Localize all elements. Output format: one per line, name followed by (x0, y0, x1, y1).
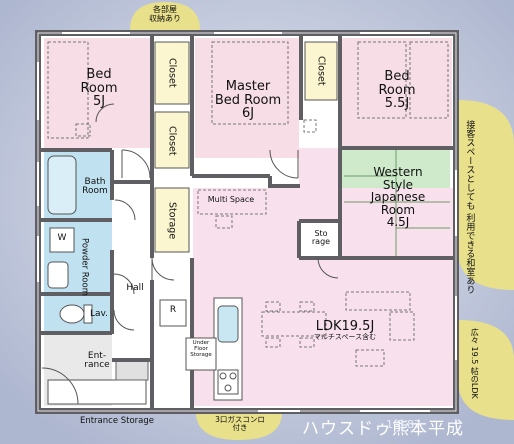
entrance-label: Ent- rance (84, 351, 110, 371)
under-floor-storage-label: Under Floor Storage (190, 340, 212, 358)
dining-set (197, 189, 415, 367)
wash-basin (47, 261, 69, 289)
closet-2-label: Closet (166, 126, 178, 156)
washing-machine (49, 227, 75, 253)
washing-machine-label: W (57, 233, 67, 243)
hall-floor (112, 150, 154, 382)
multi-space-floor (195, 188, 267, 216)
bathroom-label: Bath Room (82, 177, 108, 197)
refrigerator-label: R (169, 305, 177, 315)
master-bedroom-label: Master Bed Room 6J (206, 80, 290, 121)
entrance-step (115, 359, 149, 381)
beds (47, 41, 449, 139)
property-id: 1 8 87 (386, 418, 421, 431)
bedroom-left-size: 5J (92, 94, 106, 110)
hall-label: Hall (126, 283, 144, 293)
bathtub (47, 155, 77, 215)
callout-stove-text: 3口ガスコンロ 付き (215, 415, 265, 433)
stove-burner-3 (224, 384, 232, 392)
gas-stove (217, 369, 239, 395)
brand-watermark: ハウスドゥ熊本平成 (302, 419, 464, 439)
powder-room-label: Powder Room (79, 238, 90, 297)
storage-center-box (154, 187, 190, 253)
callout-bubble-ldk (458, 320, 514, 420)
bedroom-right-size: 5.5J (384, 96, 410, 112)
ldk-upper-floor (299, 148, 342, 188)
callout-bubble-stove (196, 412, 282, 440)
storage-center-label: Storage (166, 202, 178, 240)
entrance-storage-label: Entrance Storage (79, 416, 155, 426)
closet-3-box (304, 41, 338, 101)
toilet-tank (83, 304, 93, 324)
kitchen-sink (217, 305, 239, 343)
callout-closets-text: 各部屋 収納あり (149, 5, 181, 23)
closet-1-box (154, 41, 190, 105)
stove-burner-2 (229, 372, 237, 380)
refrigerator-box (159, 299, 187, 327)
ldk-note: マルチスペース含む (313, 332, 377, 341)
bedroom-right-name: Bed Room (378, 69, 416, 98)
storage-right-label: Sto rage (311, 229, 331, 247)
japanese-room-name: Western Style Japanese Room (370, 165, 426, 217)
door-swings (41, 103, 339, 405)
callout-ldk-text: 広々 19.5 帖のLDK (470, 328, 480, 399)
storage-right-floor (301, 223, 341, 256)
stove-burner-1 (219, 372, 227, 380)
bedroom-left-name: Bed Room (80, 67, 118, 96)
under-floor-storage-box (185, 337, 217, 371)
master-bedroom-size: 6J (241, 106, 255, 122)
bedroom-left-floor (44, 38, 150, 148)
multi-space-label: Multi Space (207, 195, 255, 204)
bedroom-left-label: Bed Room 5J (68, 68, 130, 109)
bedroom-right-floor (342, 38, 452, 146)
callout-japanese-text: 接客スペースとしても 利用できる和室あり (464, 120, 475, 294)
japanese-room-label: Western Style Japanese Room 4.5J (356, 166, 440, 229)
ldk-name: LDK19.5J (315, 319, 375, 334)
toilet (59, 304, 85, 324)
ldk-label: LDK19.5J マルチスペース含む (300, 320, 390, 341)
lavatory-label: Lav. (89, 309, 109, 319)
windows (37, 32, 457, 412)
callout-bubble-japanese (458, 100, 514, 290)
master-bedroom-name: Master Bed Room (214, 79, 282, 108)
japanese-room-size: 4.5J (386, 215, 410, 230)
closet-1-label: Closet (166, 58, 178, 88)
interior-walls (40, 36, 454, 408)
tatami-mats (344, 150, 450, 256)
bedroom-right-label: Bed Room 5.5J (366, 70, 428, 111)
closet-3-label: Closet (315, 56, 327, 86)
closet-2-box (154, 111, 190, 169)
callout-bubble-closets (130, 2, 200, 30)
entrance-storage-box (47, 379, 147, 405)
